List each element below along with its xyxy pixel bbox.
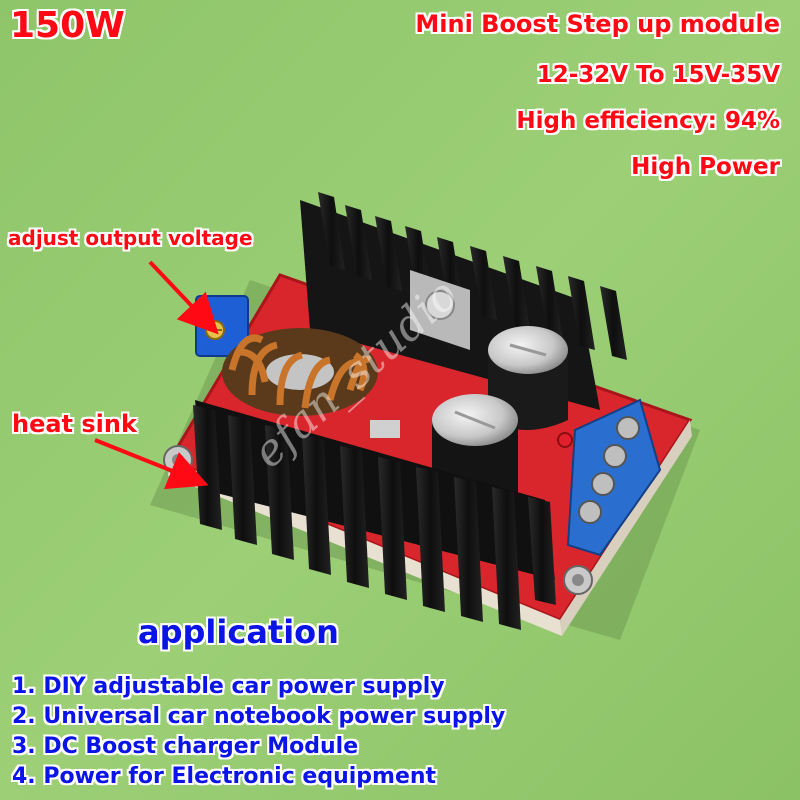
application-item: 2. Universal car notebook power supply — [12, 704, 506, 729]
application-item: 4. Power for Electronic equipment — [12, 764, 437, 789]
application-heading: application — [138, 613, 339, 651]
power-rating: 150W — [10, 5, 125, 46]
product-title: Mini Boost Step up module — [415, 10, 780, 38]
adjust-arrow — [148, 260, 219, 335]
adjust-label: adjust output voltage — [8, 226, 253, 250]
led — [557, 432, 573, 448]
pcb-edge-right — [560, 420, 692, 636]
heat-sink-label: heat sink — [12, 410, 137, 438]
application-item: 1. DIY adjustable car power supply — [12, 674, 445, 699]
smd-part — [370, 420, 400, 438]
heat-sink-arrow — [94, 438, 209, 490]
front-heatsink — [193, 400, 556, 630]
application-item: 3. DC Boost charger Module — [12, 734, 359, 759]
inductor-coil — [222, 328, 378, 416]
voltage-range: 12-32V To 15V-35V — [536, 62, 780, 88]
mounting-screw — [563, 565, 593, 595]
high-power: High Power — [631, 154, 780, 180]
efficiency: High efficiency: 94% — [516, 108, 780, 134]
screw-terminal — [566, 398, 662, 557]
